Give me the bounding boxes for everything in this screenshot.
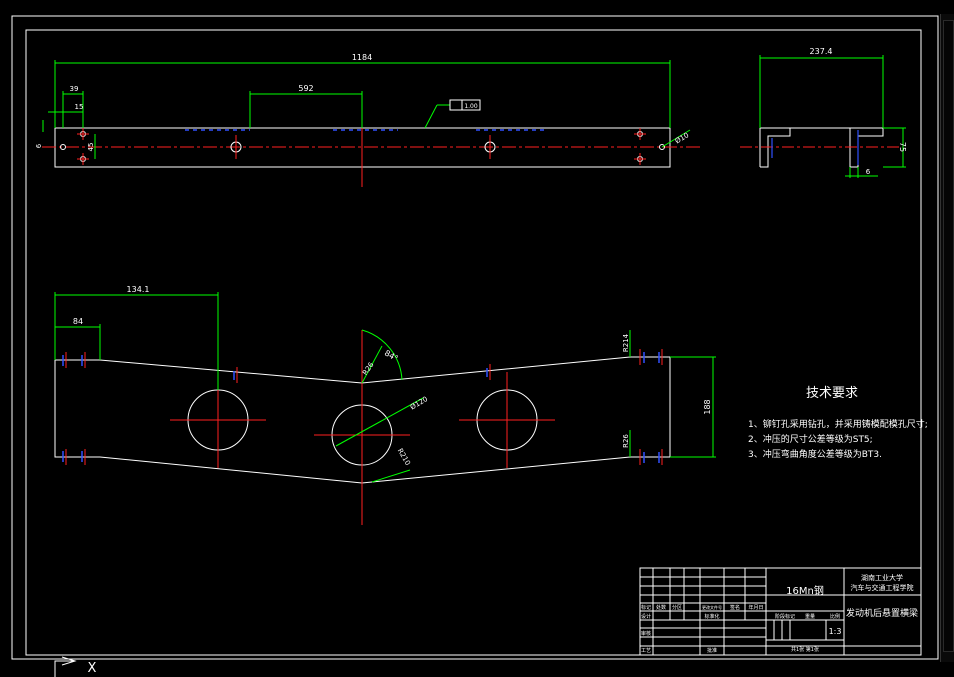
tech-req-title: 技术要求	[806, 386, 858, 401]
tech-req-item-2: 2、冲压的尺寸公差等级为ST5;	[748, 433, 873, 445]
dim-r-bottom-center: R210	[396, 447, 412, 467]
flatness-symbol-box	[449, 99, 481, 111]
dim-second-offset: 15	[75, 103, 84, 111]
title-school-1: 湖南工业大学	[861, 573, 903, 582]
dim-front-height: 188	[703, 399, 712, 414]
front-view-dimensions	[54, 292, 716, 483]
dim-height-small: 6	[35, 143, 43, 148]
dim-height-mid: 45	[87, 143, 95, 152]
scrollbar-thumb[interactable]	[943, 20, 954, 652]
outer-frame	[11, 15, 939, 660]
dim-side-thickness: 6	[866, 168, 871, 176]
dim-hole-diameter: Ø10	[674, 131, 690, 145]
title-scale: 1:3	[829, 627, 842, 636]
label-review: 审核	[641, 630, 651, 637]
title-block-text: 16Mn钢 湖南工业大学 汽车与交通工程学院 发动机后悬置横梁 1:3 标记 处…	[641, 573, 918, 654]
hole-small-6	[659, 144, 665, 150]
technical-requirements: 技术要求 1、铆钉孔采用钻孔，并采用铸模配模孔尺寸; 2、冲压的尺寸公差等级为S…	[748, 386, 928, 460]
top-view-hole-centers	[77, 95, 646, 187]
dim-circle-diameter: Ø120	[409, 395, 429, 411]
label-standard: 标准化	[704, 613, 719, 620]
ucs-icon	[54, 656, 77, 677]
dim-side-height: 75	[898, 142, 907, 152]
dim-overall-length: 1184	[352, 53, 372, 62]
drawing-frame	[11, 15, 939, 660]
dim-side-width: 237.4	[810, 47, 833, 56]
tech-req-item-3: 3、冲压弯曲角度公差等级为BT3.	[748, 448, 882, 460]
title-part-name: 发动机后悬置横梁	[846, 607, 918, 619]
label-design: 设计	[641, 613, 651, 620]
label-approve: 批准	[707, 647, 717, 654]
dim-r-top-center: R26	[361, 360, 376, 376]
front-view[interactable]: 134.1 84 84° R26 Ø120 R210 R214 R26 188	[54, 285, 716, 525]
inner-frame	[25, 29, 922, 656]
dim-hole-spacing: 592	[298, 84, 313, 93]
title-school-2: 汽车与交通工程学院	[851, 583, 914, 592]
hole-small-1	[60, 144, 66, 150]
label-zone: 分区	[672, 604, 682, 611]
dim-r-top-right: R214	[622, 333, 630, 352]
ucs-x-label: X	[88, 661, 97, 676]
side-view[interactable]: 237.4 75 6	[740, 47, 907, 178]
front-view-centerlines	[65, 330, 663, 525]
dim-first-offset: 39	[70, 85, 79, 93]
title-material: 16Mn钢	[786, 584, 824, 597]
label-date: 年月日	[748, 604, 763, 611]
vertical-scrollbar[interactable]	[940, 14, 954, 662]
label-weight: 重量	[805, 613, 815, 620]
flatness-value: 1.00	[464, 103, 478, 110]
dim-r-bottom-right: R26	[622, 434, 630, 448]
label-mark: 标记	[641, 604, 651, 611]
label-change: 更改文件号	[702, 604, 722, 610]
label-count: 处数	[656, 604, 666, 611]
label-stage: 阶段标记	[775, 613, 795, 620]
top-view-dimensions	[42, 60, 691, 159]
label-sheets: 共1张 第1张	[791, 646, 819, 653]
label-craft: 工艺	[641, 648, 651, 654]
tech-req-item-1: 1、铆钉孔采用钻孔，并采用铸模配模孔尺寸;	[748, 418, 928, 430]
side-view-dimensions	[759, 55, 906, 178]
top-view[interactable]: 1184 592 39 15 6 45 Ø10 1.00	[35, 53, 702, 187]
title-block[interactable]	[639, 567, 922, 656]
dim-front-overall: 134.1	[127, 285, 150, 294]
dim-front-short: 84	[73, 317, 83, 326]
label-ratio: 比例	[830, 613, 840, 620]
label-sign: 签名	[730, 604, 740, 611]
